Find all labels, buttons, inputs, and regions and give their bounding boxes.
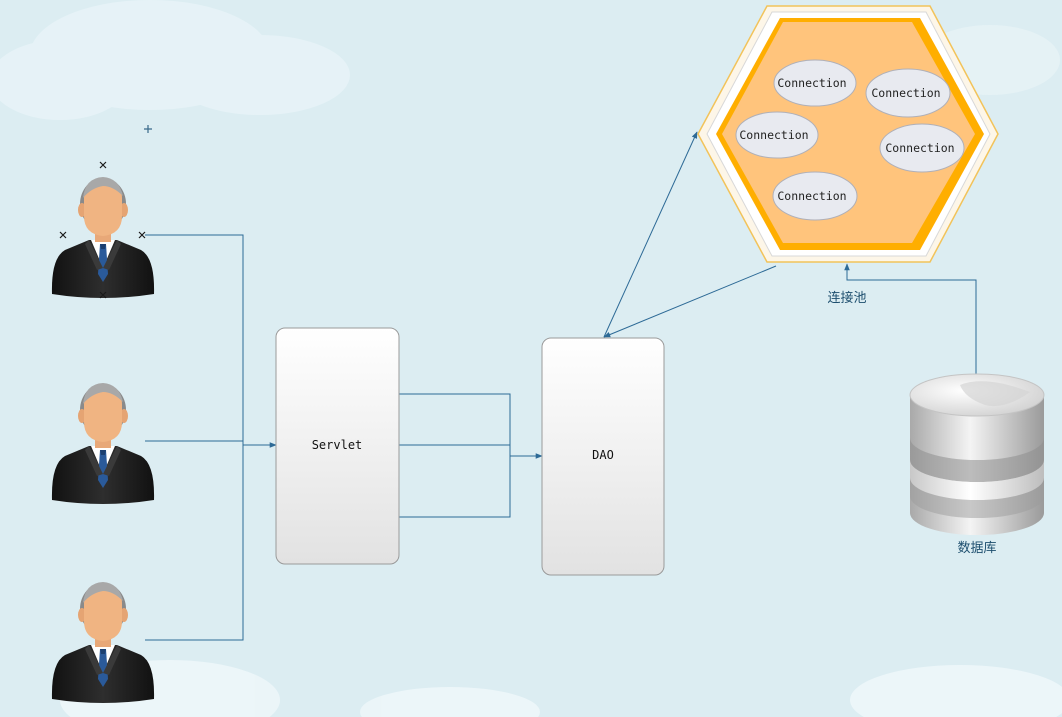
- connector-user1-servlet: [145, 234, 244, 445]
- connection-1: Connection: [773, 59, 857, 107]
- connection-3: Connection: [735, 111, 819, 159]
- user-1-selection-handles: [59, 125, 152, 299]
- servlet-node: Servlet: [275, 327, 400, 565]
- connector-db-pool: [844, 263, 977, 378]
- connection-4: Connection: [879, 123, 965, 173]
- svg-text:Connection: Connection: [739, 128, 808, 142]
- pool-label: 连接池: [827, 290, 866, 306]
- connectors: [145, 131, 977, 641]
- user-2: [51, 383, 155, 504]
- connector-user3-servlet: [145, 445, 244, 641]
- connector-pool-dao: [603, 265, 777, 338]
- connection-5: Connection: [772, 171, 858, 221]
- dao-label: DAO: [592, 448, 614, 462]
- connection-2: Connection: [865, 68, 951, 118]
- user-3: [51, 582, 155, 703]
- svg-text:Connection: Connection: [777, 76, 846, 90]
- svg-text:Connection: Connection: [871, 86, 940, 100]
- servlet-label: Servlet: [312, 438, 363, 452]
- svg-text:Connection: Connection: [885, 141, 954, 155]
- connection-pool: Connection Connection Connection Connect…: [697, 5, 999, 263]
- connector-servlet-dao-bottom: [399, 456, 511, 518]
- database-icon: [909, 373, 1045, 535]
- svg-text:Connection: Connection: [777, 189, 846, 203]
- connector-dao-pool: [603, 131, 698, 338]
- dao-node: DAO: [541, 337, 665, 576]
- database-label: 数据库: [957, 540, 996, 556]
- connector-servlet-dao-top: [399, 393, 511, 456]
